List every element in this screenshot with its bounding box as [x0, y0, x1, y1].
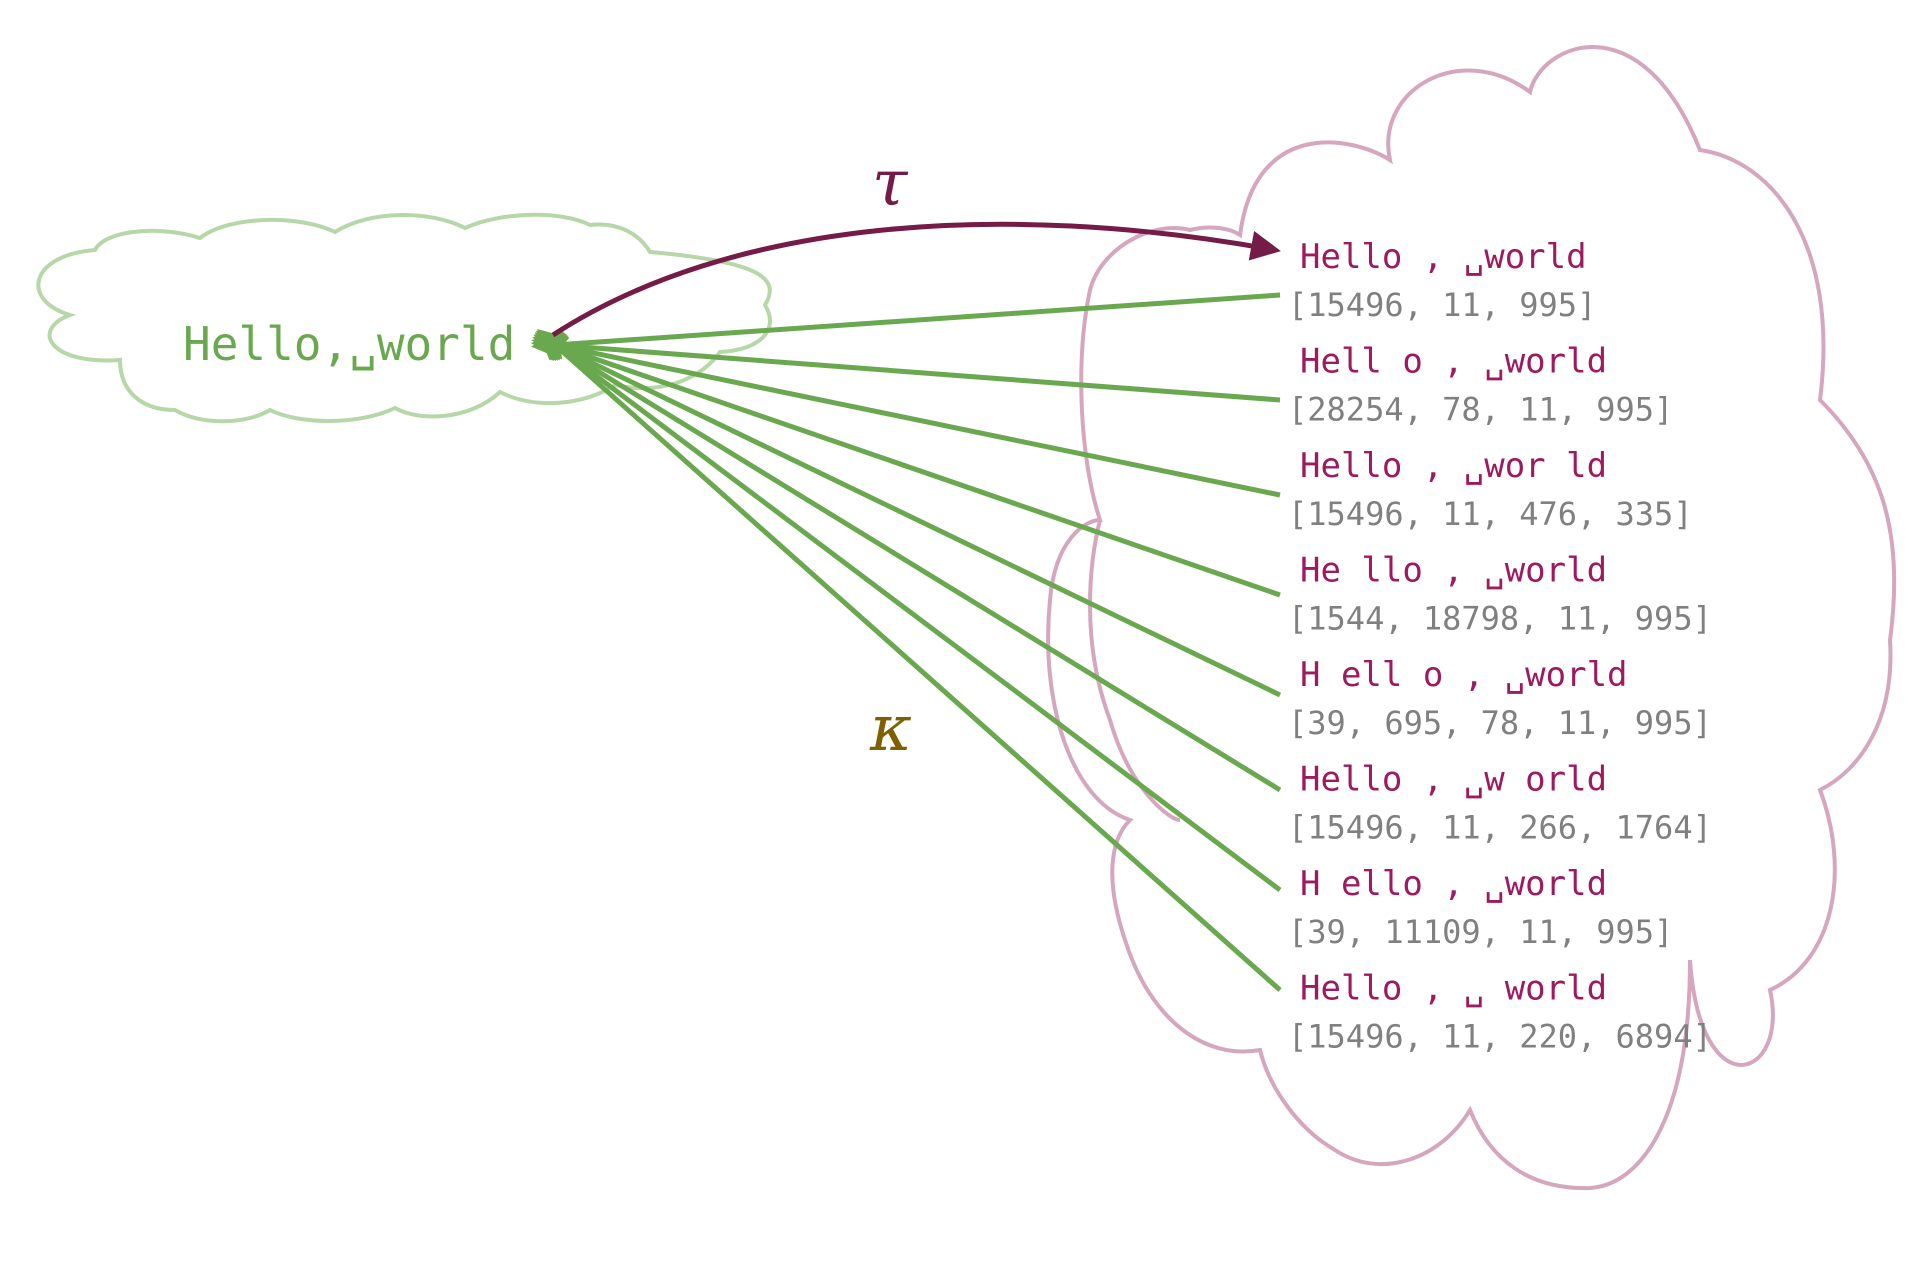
- kappa-label: κ: [869, 692, 912, 766]
- tokenization-row: Hello , ␣w orld [15496, 11, 266, 1764]: [1288, 760, 1712, 847]
- tokenizations-cloud: [1046, 45, 1897, 1191]
- tokenization-list: Hello , ␣world [15496, 11, 995] Hell o , ␣…: [1288, 237, 1712, 1056]
- token-strings: He llo , ␣world: [1300, 551, 1607, 591]
- kappa-arrow: [533, 334, 1282, 698]
- token-ids: [15496, 11, 266, 1764]: [1288, 809, 1712, 847]
- tokenization-row: H ell o , ␣world [39, 695, 78, 11, 995]: [1288, 655, 1712, 742]
- token-strings: Hello , ␣w orld: [1300, 760, 1607, 800]
- kappa-arrow: [537, 329, 1282, 992]
- kappa-arrow: [532, 332, 1281, 598]
- kappa-arrow: [531, 331, 1281, 498]
- token-ids: [15496, 11, 220, 6894]: [1288, 1018, 1712, 1056]
- tokenization-row: Hell o , ␣world [28254, 78, 11, 995]: [1288, 342, 1673, 429]
- token-ids: [39, 695, 78, 11, 995]: [1288, 704, 1712, 742]
- token-ids: [15496, 11, 995]: [1288, 286, 1596, 324]
- tau-label: τ: [872, 147, 909, 221]
- tau-arrow: [551, 221, 1281, 338]
- tokenization-row: He llo , ␣world [1544, 18798, 11, 995]: [1288, 551, 1712, 638]
- token-strings: Hell o , ␣world: [1300, 342, 1607, 382]
- kappa-arrows: [531, 292, 1282, 992]
- kappa-arrow: [531, 292, 1281, 360]
- token-ids: [1544, 18798, 11, 995]: [1288, 600, 1712, 638]
- kappa-arrow: [531, 330, 1281, 403]
- kappa-arrow: [534, 332, 1282, 793]
- tokenization-row: Hello , ␣ world [15496, 11, 220, 6894]: [1288, 969, 1712, 1056]
- token-strings: Hello , ␣world: [1300, 237, 1587, 277]
- tokenization-row: Hello , ␣wor ld [15496, 11, 476, 335]: [1288, 446, 1693, 533]
- token-ids: [15496, 11, 476, 335]: [1288, 495, 1693, 533]
- token-strings: H ello , ␣world: [1300, 864, 1607, 904]
- kappa-arrow: [535, 330, 1282, 892]
- token-strings: Hello , ␣wor ld: [1300, 446, 1607, 486]
- token-strings: H ell o , ␣world: [1300, 655, 1628, 695]
- source-text: Hello,␣world: [183, 317, 515, 371]
- token-ids: [39, 11109, 11, 995]: [1288, 913, 1673, 951]
- token-ids: [28254, 78, 11, 995]: [1288, 391, 1673, 429]
- token-strings: Hello , ␣ world: [1300, 969, 1607, 1009]
- tokenization-row: H ello , ␣world [39, 11109, 11, 995]: [1288, 864, 1673, 951]
- tokenization-row: Hello , ␣world [15496, 11, 995]: [1288, 237, 1596, 324]
